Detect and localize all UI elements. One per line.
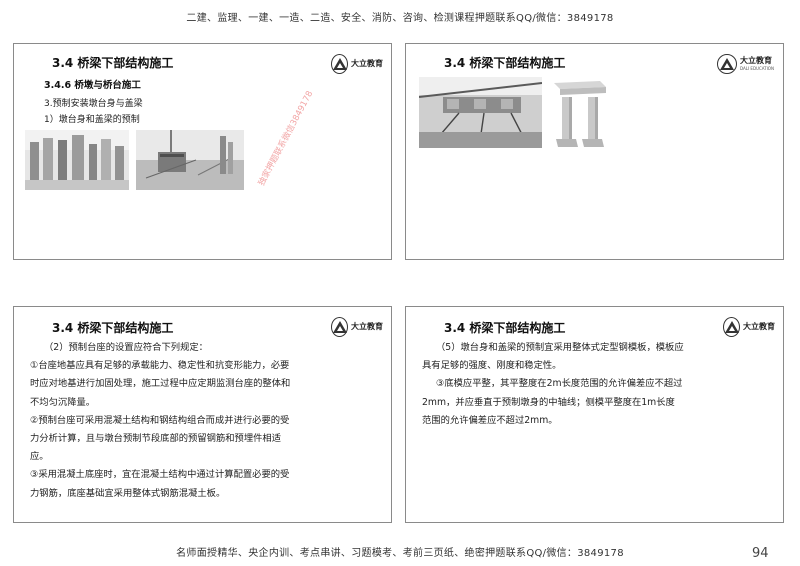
slide-1: 3.4 桥梁下部结构施工 大立教育 3.4.6 桥墩与桥台施工 3.预制安装墩台…	[13, 43, 392, 260]
brand-logo: 大立教育	[723, 311, 775, 343]
section-text: 3.预制安装墩台身与盖梁	[44, 99, 143, 109]
slide-body: （2）预制台座的设置应符合下列规定： ①台座地基应具有足够的承载能力、稳定性和抗…	[30, 339, 292, 503]
logo-emblem-icon	[331, 54, 348, 74]
logo-emblem-icon	[331, 317, 348, 337]
section-text: 1）墩台身和盖梁的预制	[44, 115, 140, 125]
capbeam-construction-photo	[419, 77, 542, 148]
capbeam-precast-photo	[136, 130, 244, 190]
logo-subtitle: DALI EDUCATION	[740, 66, 774, 71]
paragraph: ①台座地基应具有足够的承载能力、稳定性和抗变形能力，必要时应对地基进行加固处理，…	[30, 360, 291, 408]
logo-name: 大立教育	[740, 56, 772, 65]
paragraph: ②预制台座可采用混凝土结构和钢结构组合而成并进行必要的受力分析计算，且与墩台预制…	[30, 414, 290, 463]
brand-logo: 大立教育	[331, 48, 383, 80]
slide-title: 3.4 桥梁下部结构施工	[52, 56, 174, 70]
header-banner: 二建、监理、一建、一造、二造、安全、消防、咨询、检测课程押题联系QQ/微信：38…	[186, 13, 614, 24]
slide-title: 3.4 桥梁下部结构施工	[52, 321, 174, 335]
logo-emblem-icon	[723, 317, 740, 337]
paragraph: ③采用混凝土底座时，宜在混凝土结构中通过计算配置必要的受力钢筋，底座基础宜采用整…	[30, 469, 290, 499]
slide-4: 3.4 桥梁下部结构施工 大立教育 （5）墩台身和盖梁的预制宜采用整体式定型钢模…	[405, 306, 784, 523]
page-number: 94	[752, 546, 769, 561]
logo-name: 大立教育	[351, 59, 383, 68]
slide-2: 3.4 桥梁下部结构施工 大立教育 DALI EDUCATION	[405, 43, 784, 260]
pier-precast-photo	[25, 130, 129, 190]
logo-name: 大立教育	[743, 322, 775, 331]
section-heading: 3.4.6 桥墩与桥台施工	[44, 80, 141, 91]
slide-body: （5）墩台身和盖梁的预制宜采用整体式定型钢模板，模板应具有足够的强度、刚度和稳定…	[422, 339, 684, 430]
pier-model-render	[550, 77, 610, 150]
logo-name: 大立教育	[351, 322, 383, 331]
paragraph: ③底模应平整，其平整度在2m长度范围的允许偏差应不超过2mm，并应垂直于预制墩身…	[422, 378, 683, 426]
slide-3: 3.4 桥梁下部结构施工 大立教育 （2）预制台座的设置应符合下列规定： ①台座…	[13, 306, 392, 523]
brand-logo: 大立教育 DALI EDUCATION	[717, 48, 777, 80]
slide-title: 3.4 桥梁下部结构施工	[444, 56, 566, 70]
slide-title: 3.4 桥梁下部结构施工	[444, 321, 566, 335]
paragraph: （2）预制台座的设置应符合下列规定：	[44, 342, 208, 353]
paragraph: （5）墩台身和盖梁的预制宜采用整体式定型钢模板，模板应具有足够的强度、刚度和稳定…	[422, 342, 684, 372]
brand-logo: 大立教育	[331, 311, 383, 343]
logo-emblem-icon	[717, 54, 737, 74]
footer-banner: 名师面授精华、央企内训、考点串讲、习题模考、考前三页纸、绝密押题联系QQ/微信：…	[176, 548, 624, 559]
